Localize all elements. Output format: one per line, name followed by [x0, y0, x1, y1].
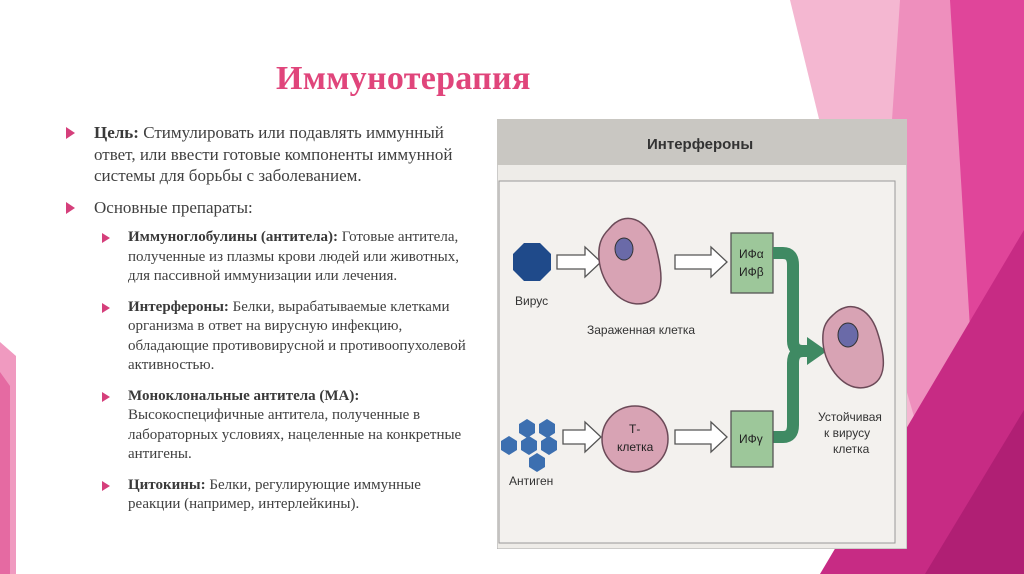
antigen-hexagon: [519, 419, 535, 438]
goal-label: Цель:: [94, 123, 139, 142]
goal-text: Стимулировать или подавлять иммунный отв…: [94, 123, 453, 185]
bullet-arrow-icon: [66, 127, 75, 139]
sub-bullet-label: Иммуноглобулины (антитела):: [128, 229, 339, 245]
virus-shape: [513, 243, 551, 281]
bullet-main-drugs: Основные препараты:: [66, 197, 476, 219]
sub-bullet-arrow-icon: [102, 233, 110, 243]
sub-bullet-label: Цитокины:: [128, 476, 206, 493]
sub-bullet-text: Готовые антитела, полученные из плазмы к…: [128, 229, 459, 284]
antigen-hexagon: [521, 436, 537, 455]
sub-bullet-text: Белки, регулирующие иммунные реакции (на…: [128, 476, 421, 513]
antigen-hexagon: [501, 436, 517, 455]
sub-bullet-arrow-icon: [102, 391, 110, 402]
sub-bullet-cytokines: Цитокины: Белки, регулирующие иммунные р…: [66, 476, 476, 515]
sub-bullet-arrow-icon: [102, 302, 110, 313]
diagram-header-bar: [497, 119, 907, 165]
infected-cell: [598, 217, 662, 305]
infected-cell-nucleus: [614, 237, 634, 261]
sub-bullet-label: Интерфероны:: [128, 298, 229, 315]
interferon-diagram: Интерфероны Вирус Зараженная клетка ИФα …: [497, 119, 907, 549]
bullet-list: Цель: Стимулировать или подавлять иммунн…: [66, 122, 476, 526]
sub-bullet-label: Моноклональные антитела (МА):: [128, 387, 360, 404]
arrow-virus-to-cell: [556, 245, 602, 279]
sub-bullet-immunoglobulins: Иммуноглобулины (антитела): Готовые анти…: [66, 228, 476, 287]
sub-bullet-monoclonal: Моноклональные антитела (МА): Высокоспец…: [66, 387, 476, 465]
sub-bullet-interferons: Интерфероны: Белки, вырабатываемые клетк…: [66, 298, 476, 376]
resistant-label-2: к вирусу: [824, 426, 870, 440]
bullet-goal: Цель: Стимулировать или подавлять иммунн…: [66, 122, 476, 187]
infected-cell-label: Зараженная клетка: [587, 323, 695, 337]
resistant-cell: [822, 305, 885, 389]
resistant-label-3: клетка: [833, 442, 870, 456]
arrow-antigen-to-tcell: [562, 420, 602, 454]
t-cell: [601, 405, 669, 473]
ifn-alpha-label: ИФα: [739, 247, 764, 261]
left-pink-strip-dark: [0, 372, 10, 574]
green-arrow-head: [807, 337, 827, 365]
ifn-alpha-beta-box: [730, 232, 774, 294]
sub-bullet-text: Белки, вырабатываемые клетками организма…: [128, 298, 466, 374]
arrow-tcell-to-ifn: [674, 420, 728, 454]
virus-label: Вирус: [515, 294, 548, 308]
antigen-hexagon: [529, 453, 545, 472]
antigen-hexagon: [541, 436, 557, 455]
antigen-label: Антиген: [509, 474, 553, 488]
bullet-arrow-icon: [66, 201, 75, 214]
arrow-cell-to-ifn: [674, 245, 728, 279]
slide-title: Иммунотерапия: [276, 60, 531, 97]
t-cell-label-1: Т-: [629, 422, 640, 436]
t-cell-label-2: клетка: [617, 440, 654, 454]
ifn-gamma-label: ИФγ: [739, 432, 763, 446]
diagram-header: Интерфероны: [647, 136, 753, 153]
main-drugs-heading: Основные препараты:: [94, 197, 253, 217]
resistant-label-1: Устойчивая: [818, 410, 882, 424]
ifn-beta-label: ИФβ: [739, 265, 764, 279]
resistant-cell-nucleus: [837, 322, 859, 348]
green-arrow-bottom: [773, 345, 809, 443]
antigen-hexagon: [539, 419, 555, 438]
sub-bullet-arrow-icon: [102, 480, 110, 491]
sub-bullet-text: Высокоспецифичные антитела, полученные в…: [128, 407, 462, 462]
right-dark-shape-2: [925, 410, 1024, 574]
ifn-gamma-box: [730, 410, 774, 468]
